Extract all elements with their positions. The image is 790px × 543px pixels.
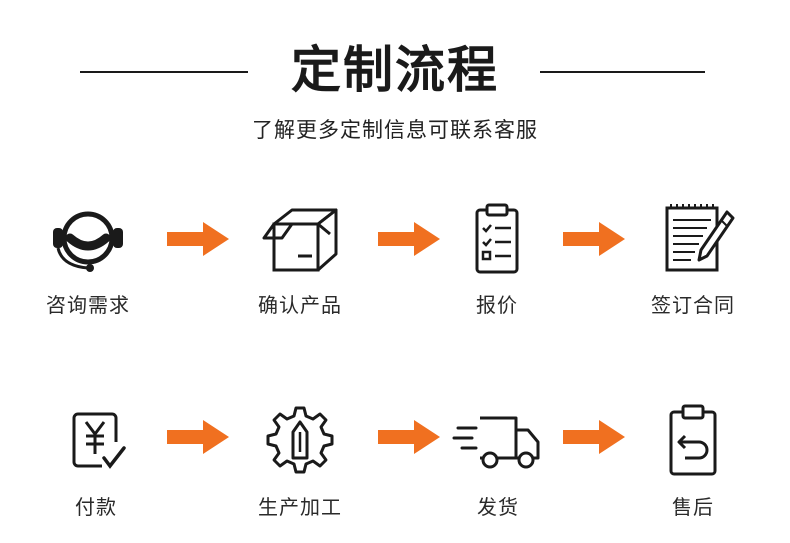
- page-title: 定制流程: [291, 41, 499, 99]
- title-left-line: [80, 71, 248, 73]
- title-right-line: [540, 71, 705, 73]
- yen-payment-icon: [72, 412, 126, 469]
- delivery-truck-icon: [452, 416, 540, 469]
- box-icon: [262, 208, 338, 272]
- notepad-pen-icon: [665, 204, 735, 272]
- step-sign-contract: 签订合同: [613, 200, 773, 318]
- step-shipping: 发货: [418, 402, 578, 520]
- arrow-right-icon: [378, 222, 440, 256]
- arrow-right-icon: [167, 420, 229, 454]
- step-label: 生产加工: [258, 495, 342, 519]
- arrow-right-icon: [167, 222, 229, 256]
- step-label: 付款: [75, 495, 117, 519]
- step-after-sales: 售后: [613, 402, 773, 520]
- arrow-right-icon: [378, 420, 440, 454]
- step-label: 发货: [477, 495, 519, 519]
- step-quote: 报价: [417, 200, 577, 318]
- step-production: 生产加工: [220, 402, 380, 520]
- arrow-right-icon: [563, 222, 625, 256]
- clipboard-checklist-icon: [475, 203, 519, 274]
- gear-pen-icon: [266, 406, 334, 474]
- step-label: 售后: [672, 495, 714, 519]
- step-label: 确认产品: [258, 293, 342, 317]
- step-confirm-product: 确认产品: [220, 200, 380, 318]
- page-subtitle: 了解更多定制信息可联系客服: [252, 118, 538, 142]
- headset-face-icon: [53, 211, 123, 272]
- clipboard-return-icon: [669, 404, 717, 476]
- step-label: 报价: [476, 293, 518, 317]
- step-label: 咨询需求: [46, 293, 130, 317]
- arrow-right-icon: [563, 420, 625, 454]
- step-label: 签订合同: [651, 293, 735, 317]
- step-consult: 咨询需求: [8, 200, 168, 318]
- step-payment: 付款: [16, 402, 176, 520]
